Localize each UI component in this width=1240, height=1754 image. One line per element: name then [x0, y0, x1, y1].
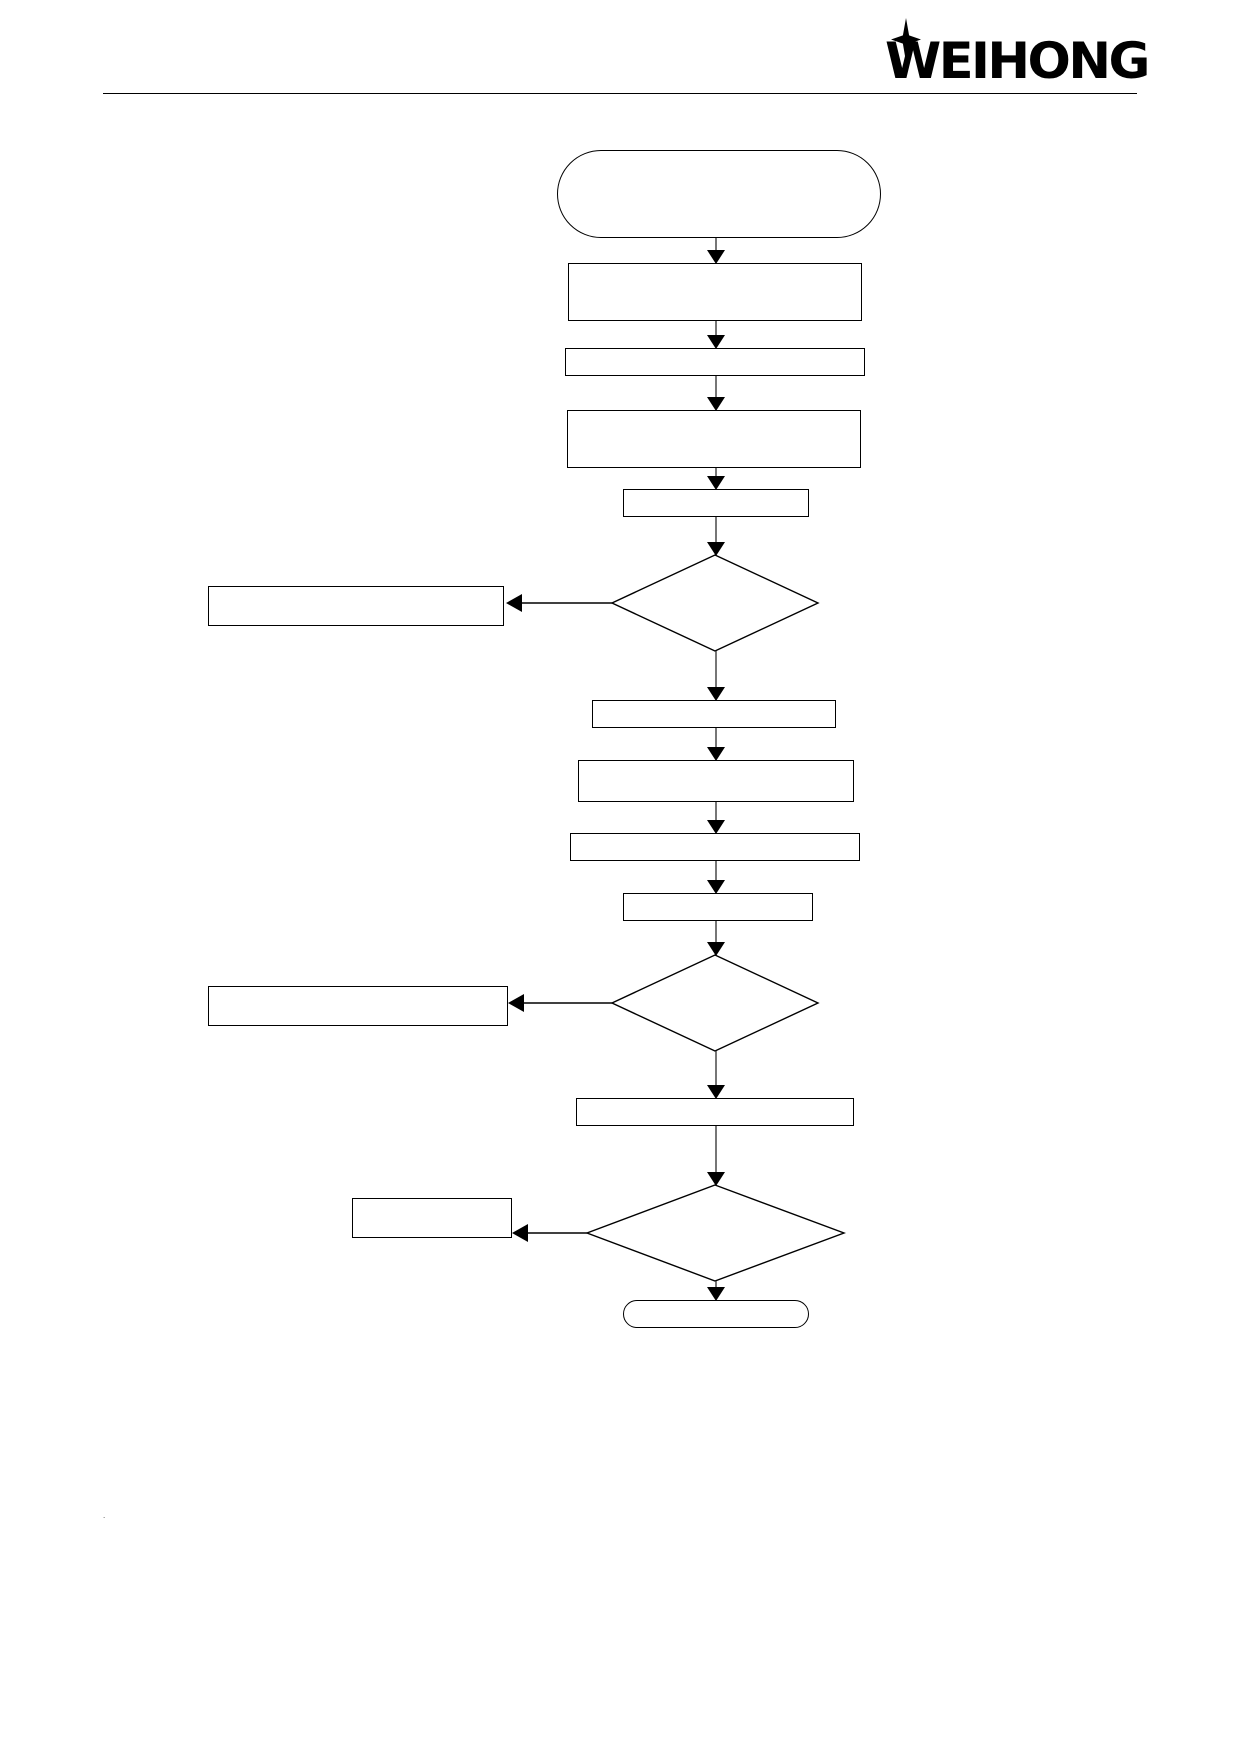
flow-node-process-2[interactable]	[565, 348, 865, 376]
flow-node-start-terminator[interactable]	[557, 150, 881, 238]
flow-node-process-1[interactable]	[568, 263, 862, 321]
edge-n1-n2	[707, 238, 725, 264]
decision-diamond-1	[610, 554, 820, 652]
edge-d2-b2	[508, 994, 612, 1012]
decision-diamond-2	[610, 954, 820, 1052]
flow-node-process-9[interactable]	[576, 1098, 854, 1126]
edge-n4-n5	[707, 468, 725, 490]
edge-d2-n10	[707, 1051, 725, 1099]
flow-node-end-terminator[interactable]	[623, 1300, 809, 1328]
flow-node-process-4[interactable]	[623, 489, 809, 517]
flow-node-decision-1[interactable]	[612, 555, 818, 651]
header-divider-rule	[103, 93, 1137, 94]
edge-n8-n9	[707, 861, 725, 894]
flow-node-branch-1[interactable]	[208, 586, 504, 626]
edge-n6-n7	[707, 728, 725, 761]
flow-node-process-3[interactable]	[567, 410, 861, 468]
decision-diamond-3	[585, 1184, 847, 1282]
flow-node-decision-2[interactable]	[612, 955, 818, 1051]
edge-n5-d1	[707, 517, 725, 556]
flow-node-process-7[interactable]	[570, 833, 860, 861]
edge-d3-b3	[512, 1224, 587, 1242]
footer-mark: .	[103, 1511, 106, 1520]
flow-node-process-5[interactable]	[592, 700, 836, 728]
edge-n9-d2	[707, 921, 725, 956]
edge-d1-b1	[506, 594, 612, 612]
flow-node-process-8[interactable]	[623, 893, 813, 921]
flow-node-decision-3[interactable]	[587, 1185, 844, 1281]
page-header: WEIHONG	[0, 0, 1240, 110]
edge-n10-d3	[707, 1126, 725, 1186]
logo-wordmark: WEIHONG	[885, 32, 1150, 90]
edge-n7-n8	[707, 802, 725, 834]
flow-node-branch-3[interactable]	[352, 1198, 512, 1238]
flow-node-process-6[interactable]	[578, 760, 854, 802]
edge-d3-n11	[707, 1281, 725, 1301]
edge-n3-n4	[707, 376, 725, 411]
edge-d1-n6	[707, 651, 725, 701]
edge-n2-n3	[707, 321, 725, 349]
flow-node-branch-2[interactable]	[208, 986, 508, 1026]
weihong-logo: WEIHONG	[885, 18, 1151, 86]
